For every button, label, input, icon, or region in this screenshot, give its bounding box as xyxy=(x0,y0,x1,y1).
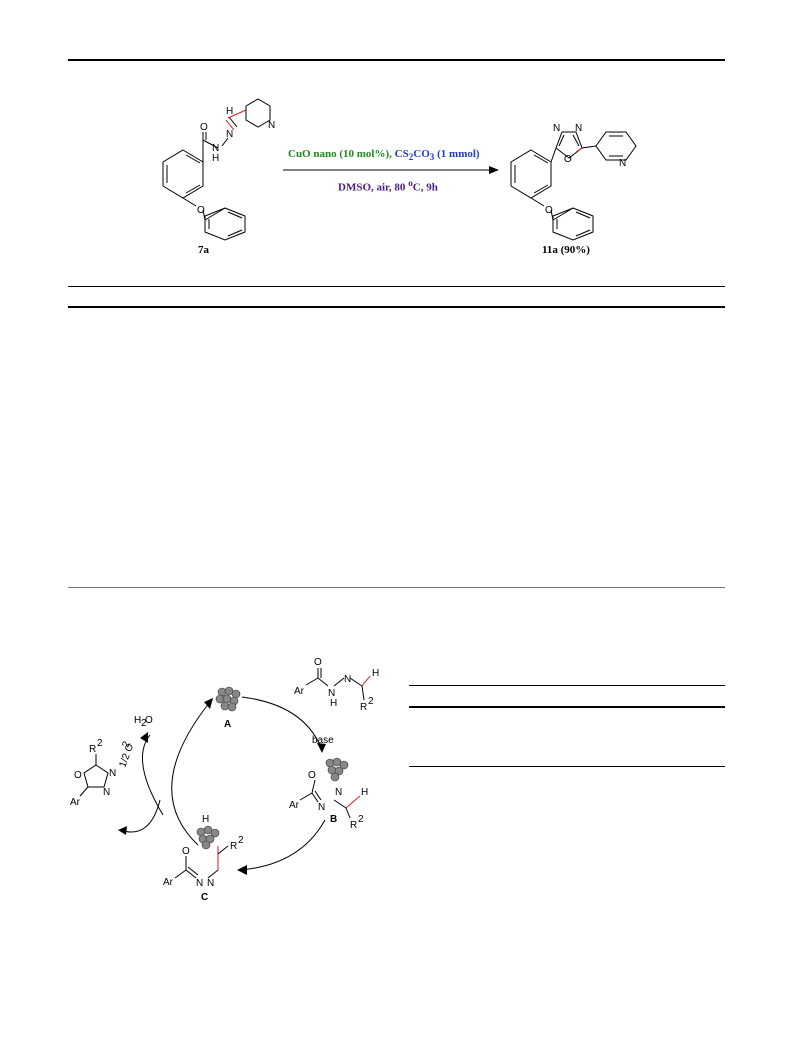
svg-text:N: N xyxy=(226,129,233,140)
svg-text:H: H xyxy=(212,153,219,164)
arrow-head xyxy=(317,743,326,753)
svg-text:base: base xyxy=(312,735,334,746)
svg-text:2: 2 xyxy=(141,718,147,729)
section-rule xyxy=(68,587,725,588)
product-label: 11a (90%) xyxy=(542,244,590,256)
svg-text:N: N xyxy=(553,123,560,134)
svg-text:B: B xyxy=(330,814,337,825)
mechanism-cycle: Ar O NH N H R2 base Ar O N N H R2 Ar O N… xyxy=(70,657,379,903)
svg-text:N: N xyxy=(207,878,214,889)
svg-text:C: C xyxy=(201,892,208,903)
svg-text:O: O xyxy=(182,846,190,857)
svg-text:O: O xyxy=(74,770,82,781)
reaction-scheme: O N H N H N O N N O N O xyxy=(162,98,637,241)
svg-text:O: O xyxy=(545,205,553,216)
svg-text:2: 2 xyxy=(368,696,374,707)
svg-text:H: H xyxy=(226,106,233,117)
scheme-bottom-rule-2 xyxy=(68,306,725,308)
catalyst-text: CuO nano (10 mol%), xyxy=(288,148,392,160)
conditions-line-1: CuO nano (10 mol%), CS2CO3 (1 mmol) xyxy=(288,148,480,162)
svg-text:O: O xyxy=(314,657,322,668)
atom-N: N xyxy=(212,143,219,154)
svg-text:R: R xyxy=(360,702,367,713)
svg-text:H: H xyxy=(361,787,368,798)
svg-text:Ar: Ar xyxy=(163,877,174,888)
svg-text:O: O xyxy=(564,154,572,165)
svg-text:Ar: Ar xyxy=(70,797,81,808)
svg-text:N: N xyxy=(344,674,351,685)
svg-text:H: H xyxy=(202,814,209,825)
svg-text:R: R xyxy=(230,841,237,852)
side-table-rule-2 xyxy=(409,706,725,708)
svg-text:A: A xyxy=(224,719,231,730)
side-table-rule-3 xyxy=(409,766,725,767)
svg-text:R: R xyxy=(89,744,96,755)
svg-text:N: N xyxy=(619,158,626,169)
svg-text:2: 2 xyxy=(120,740,132,749)
svg-text:2: 2 xyxy=(358,814,364,825)
top-rule xyxy=(68,59,725,61)
side-table-rule-1 xyxy=(409,685,725,686)
conditions-line-2: DMSO, air, 80 oC, 9h xyxy=(338,178,438,194)
svg-text:H: H xyxy=(134,715,141,726)
scheme-bottom-rule-1 xyxy=(68,286,725,287)
svg-text:N: N xyxy=(328,688,335,699)
base-text: CS2CO3 (1 mmol) xyxy=(394,148,480,163)
svg-text:R: R xyxy=(350,820,357,831)
svg-text:N: N xyxy=(575,123,582,134)
svg-text:H: H xyxy=(372,668,379,679)
svg-text:N: N xyxy=(318,802,325,813)
svg-text:N: N xyxy=(103,787,110,798)
cuo-nanoparticle-a xyxy=(215,686,241,712)
svg-text:2: 2 xyxy=(238,835,244,846)
svg-text:N: N xyxy=(268,120,275,131)
atom-O: O xyxy=(200,122,208,133)
svg-text:O: O xyxy=(145,715,153,726)
svg-text:O: O xyxy=(308,770,316,781)
svg-text:O: O xyxy=(197,205,205,216)
svg-text:H: H xyxy=(330,698,337,709)
svg-text:N: N xyxy=(335,787,342,798)
reactant-label: 7a xyxy=(198,244,209,256)
svg-text:2: 2 xyxy=(97,738,103,749)
svg-text:N: N xyxy=(109,768,116,779)
svg-text:Ar: Ar xyxy=(294,686,305,697)
svg-text:N: N xyxy=(196,878,203,889)
svg-text:Ar: Ar xyxy=(289,800,300,811)
